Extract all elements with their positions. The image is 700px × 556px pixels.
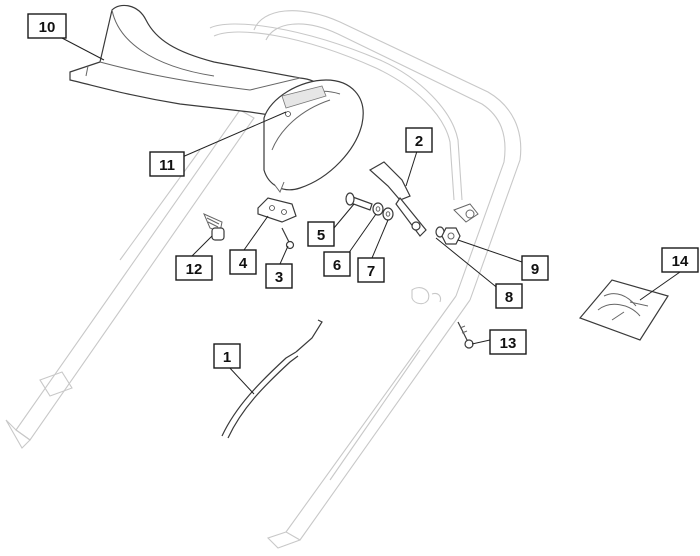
callout-label: 3 <box>275 269 283 286</box>
callout-14: 14 <box>661 247 699 273</box>
callout-6: 6 <box>323 251 351 277</box>
callout-9: 9 <box>521 255 549 281</box>
parts-bag-part <box>578 279 669 341</box>
callout-1: 1 <box>213 343 241 369</box>
bracket-part <box>257 197 297 223</box>
callout-label: 14 <box>672 253 689 270</box>
callout-label: 7 <box>367 263 375 280</box>
callout-label: 8 <box>505 289 513 306</box>
plug-part <box>203 213 225 241</box>
cable-fitting-part <box>453 203 479 223</box>
callout-11: 11 <box>149 151 185 177</box>
callout-label: 12 <box>186 261 203 278</box>
callout-5: 5 <box>307 221 335 247</box>
cable-part <box>221 319 323 439</box>
callout-12: 12 <box>175 255 213 281</box>
callout-13: 13 <box>489 329 527 355</box>
callout-7: 7 <box>357 257 385 283</box>
callout-label: 13 <box>500 335 517 352</box>
callout-label: 4 <box>239 255 248 272</box>
self-tapping-screw-part <box>457 321 474 349</box>
callout-label: 6 <box>333 257 341 274</box>
callout-2: 2 <box>405 127 433 153</box>
control-housing-part <box>263 79 364 194</box>
callout-4: 4 <box>229 249 257 275</box>
callout-3: 3 <box>265 263 293 289</box>
washer-parts <box>372 202 394 221</box>
handle-frame <box>5 10 522 549</box>
bolt-part <box>345 192 373 211</box>
callout-label: 11 <box>159 157 175 174</box>
callout-label: 9 <box>531 261 539 278</box>
leader-lines <box>61 37 681 395</box>
callout-label: 10 <box>39 19 56 36</box>
callout-10: 10 <box>27 13 67 39</box>
callout-8: 8 <box>495 283 523 309</box>
callout-label: 5 <box>317 227 325 244</box>
callout-label: 1 <box>223 349 231 366</box>
lever-part <box>368 161 427 237</box>
nut-parts <box>435 226 461 245</box>
handle-cover-part <box>69 4 325 119</box>
screw-part <box>281 227 295 250</box>
callout-label: 2 <box>415 133 423 150</box>
